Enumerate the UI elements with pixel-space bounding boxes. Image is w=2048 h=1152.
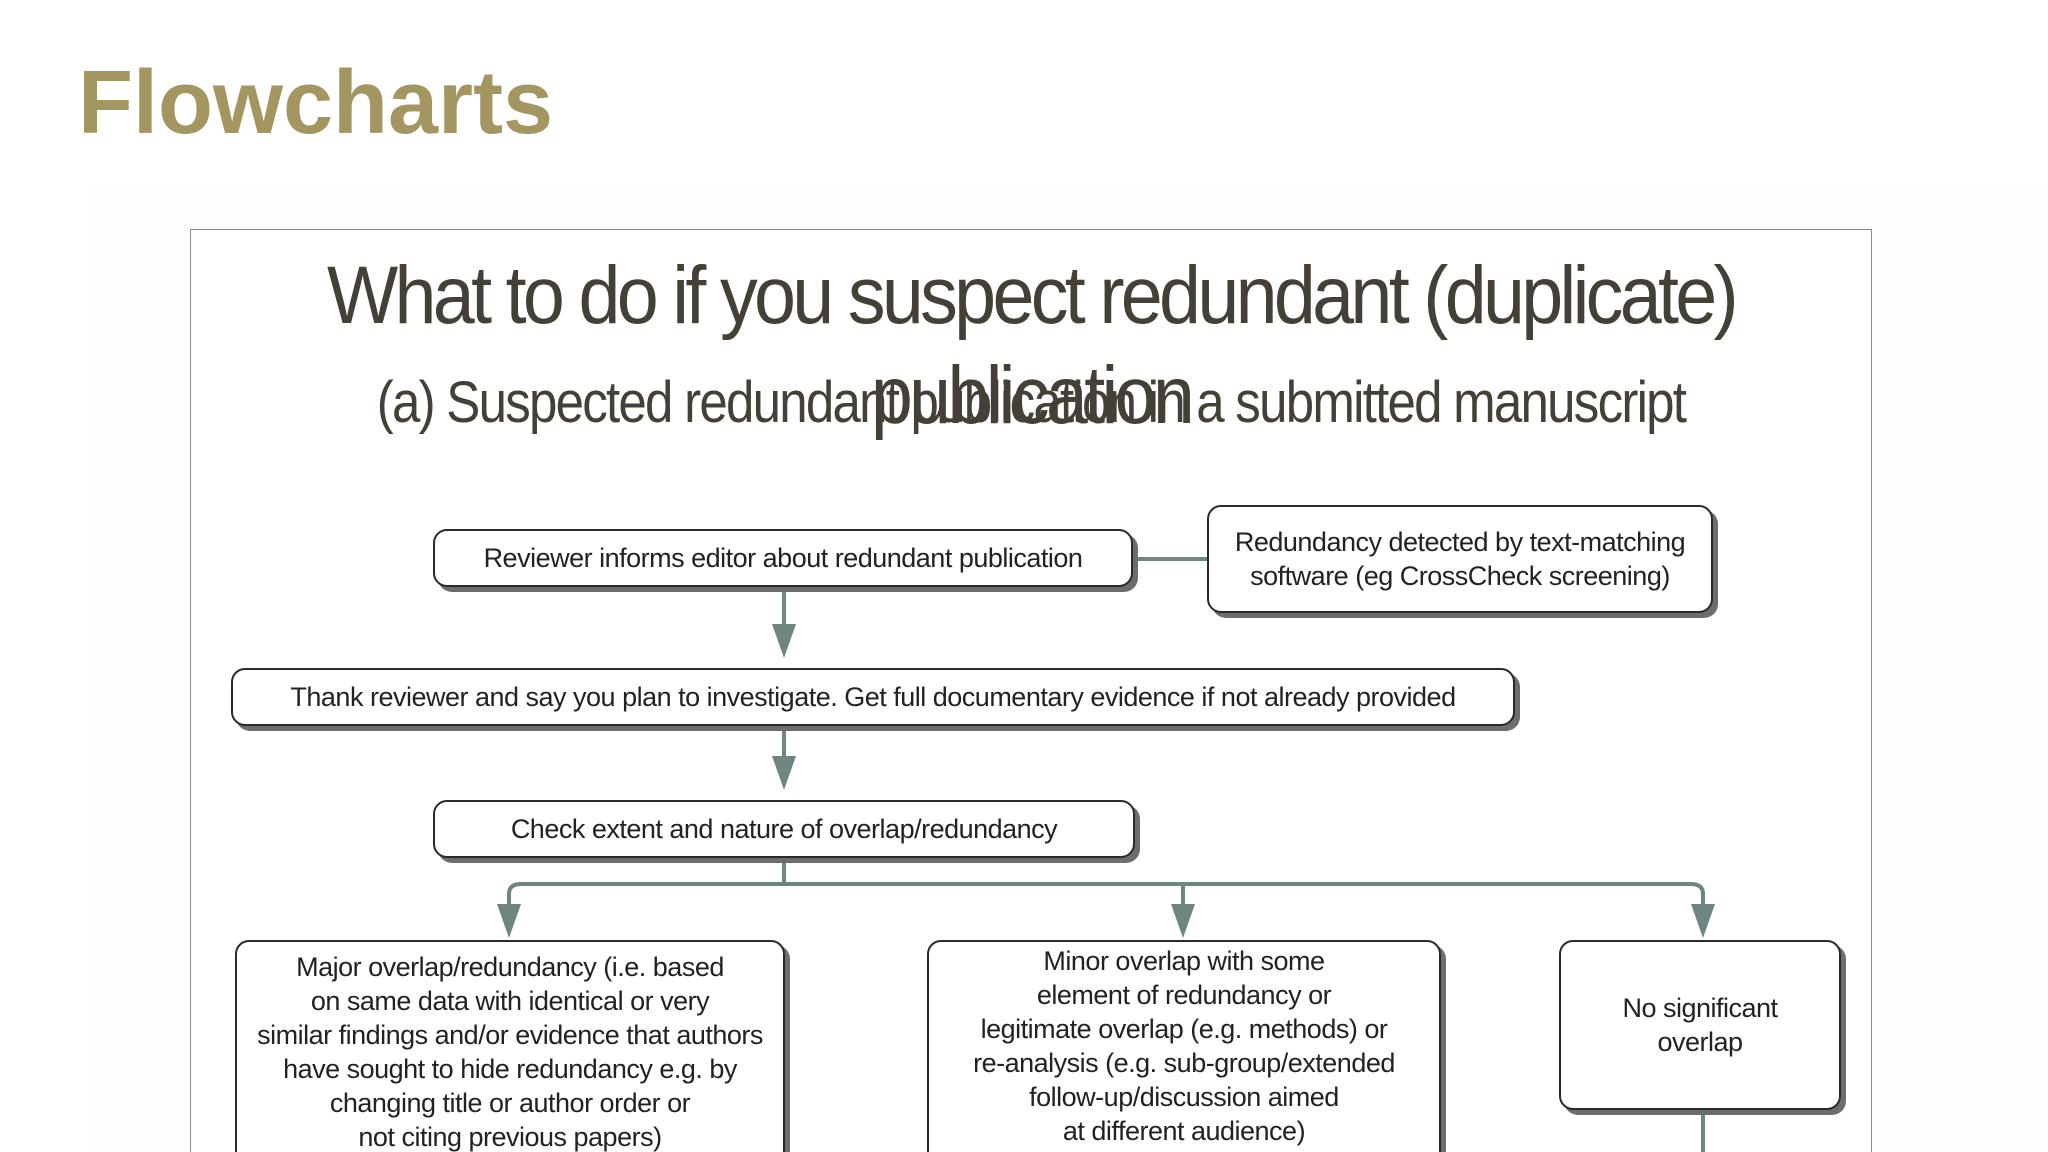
node-thank-reviewer: Thank reviewer and say you plan to inves… bbox=[231, 668, 1515, 726]
node-software-detected-text: Redundancy detected by text-matching sof… bbox=[1234, 527, 1686, 591]
flowchart-connectors bbox=[497, 557, 1715, 1152]
figure-subheading: (a) Suspected redundant publication in a… bbox=[376, 370, 1687, 435]
node-reviewer-informs: Reviewer informs editor about redundant … bbox=[433, 529, 1133, 587]
arrowhead-to-major bbox=[497, 904, 521, 938]
arrowhead-reviewer-to-thank bbox=[772, 624, 796, 658]
node-check-extent: Check extent and nature of overlap/redun… bbox=[433, 800, 1135, 858]
node-no-overlap: No significant overlap bbox=[1559, 940, 1841, 1110]
node-major-overlap-text: Major overlap/redundancy (i.e. based on … bbox=[257, 952, 763, 1152]
node-minor-overlap: Minor overlap with some element of redun… bbox=[927, 940, 1441, 1152]
arrowhead-to-minor bbox=[1171, 904, 1195, 938]
arrowhead-to-none bbox=[1691, 904, 1715, 938]
node-major-overlap: Major overlap/redundancy (i.e. based on … bbox=[235, 940, 785, 1152]
node-reviewer-informs-text: Reviewer informs editor about redundant … bbox=[483, 543, 1083, 573]
node-minor-overlap-text: Minor overlap with some element of redun… bbox=[973, 946, 1395, 1146]
node-thank-reviewer-text: Thank reviewer and say you plan to inves… bbox=[290, 682, 1456, 712]
arrowhead-thank-to-check bbox=[772, 756, 796, 790]
connector-branch-bar bbox=[507, 882, 1705, 920]
node-no-overlap-text: No significant overlap bbox=[1622, 993, 1778, 1057]
slide-title: Flowcharts bbox=[78, 53, 554, 153]
node-check-extent-text: Check extent and nature of overlap/redun… bbox=[510, 814, 1058, 844]
figure-heading: What to do if you suspect redundant (dup… bbox=[326, 250, 1739, 441]
flowchart-figure: What to do if you suspect redundant (dup… bbox=[190, 229, 1872, 1152]
node-software-detected: Redundancy detected by text-matching sof… bbox=[1207, 505, 1713, 613]
